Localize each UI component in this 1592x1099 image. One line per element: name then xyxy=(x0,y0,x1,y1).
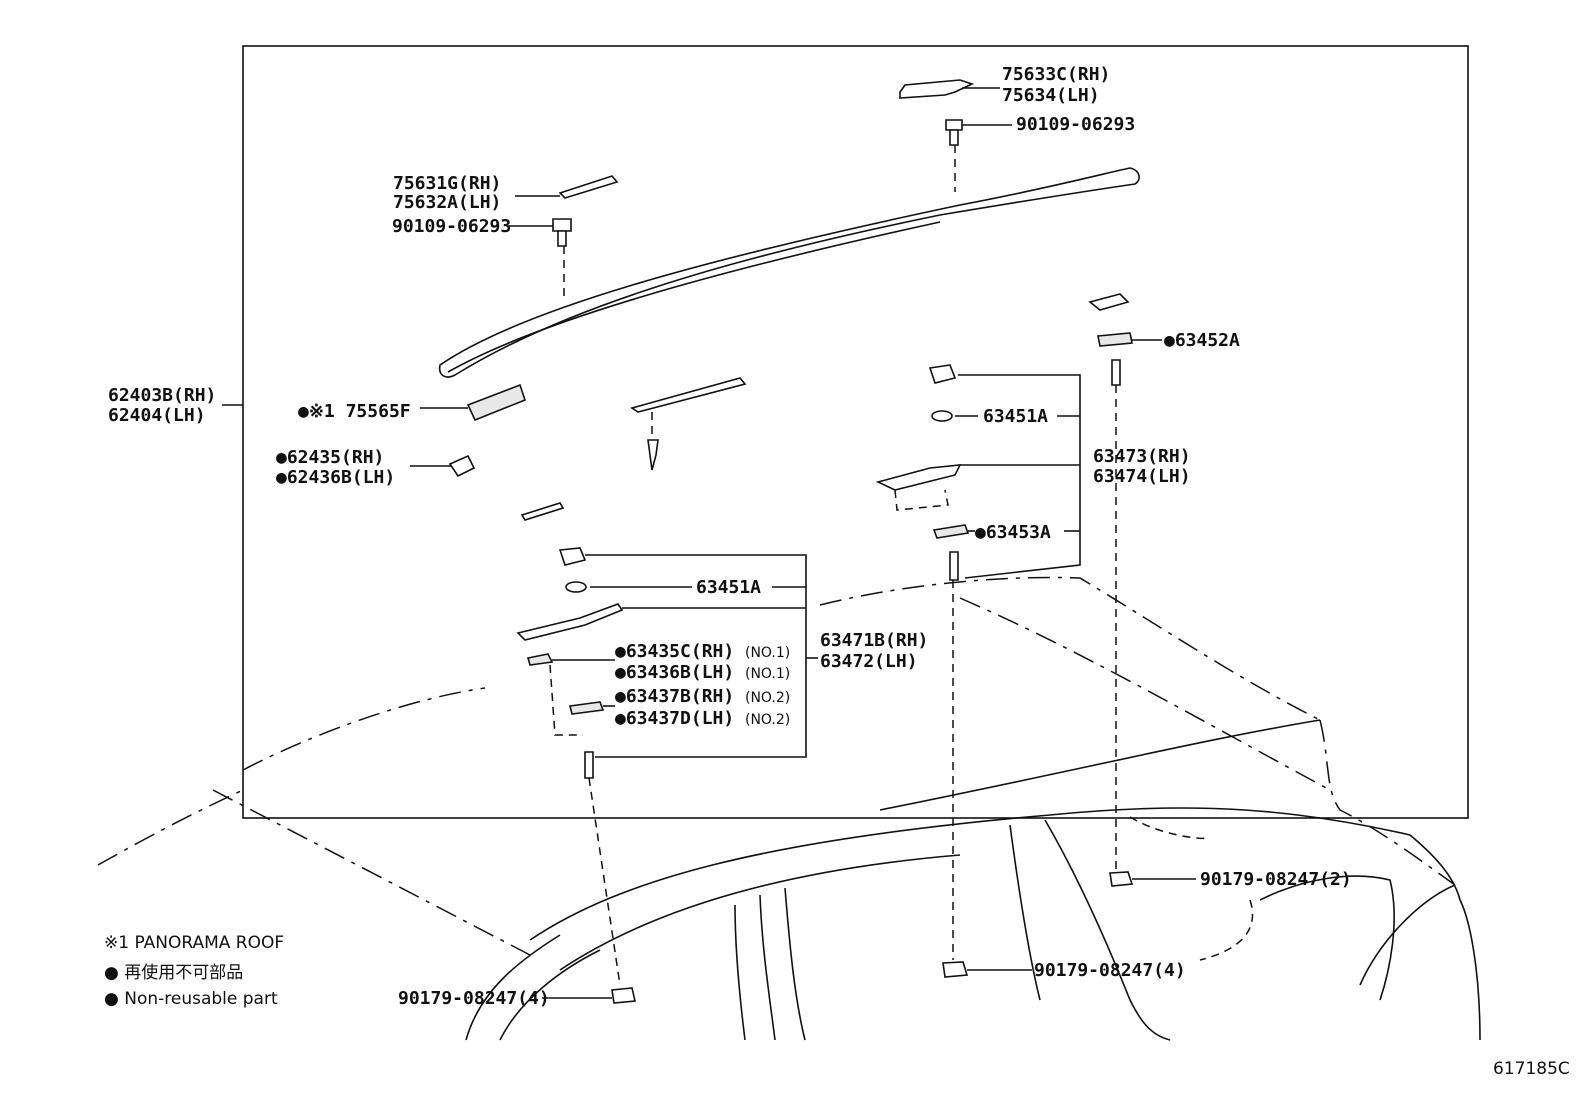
nut-90179-right xyxy=(1109,871,1134,887)
label-no1-a: (NO.1) xyxy=(745,645,790,661)
nut-63451-right xyxy=(928,364,957,384)
pad-63435 xyxy=(526,653,554,666)
end-piece-62435 xyxy=(448,454,476,478)
pad-63452 xyxy=(1097,332,1133,347)
washer-63451-right xyxy=(931,410,953,422)
end-cap-75565 xyxy=(466,383,526,422)
label-no1-b: (NO.1) xyxy=(745,666,790,682)
label-63435: ●63435C(RH) xyxy=(615,641,734,662)
label-62436: ●62436B(LH) xyxy=(276,467,395,488)
label-63436: ●63436B(LH) xyxy=(615,662,734,683)
label-75565: ●※1 75565F xyxy=(298,401,411,422)
bracket-center xyxy=(630,377,747,413)
nut-90179-left xyxy=(611,987,636,1004)
label-62403: 62403B(RH) xyxy=(108,385,216,406)
bolt-90109-left xyxy=(552,218,572,247)
legend-en: ● Non-reusable part xyxy=(104,989,278,1009)
label-63452: ●63452A xyxy=(1164,330,1240,351)
label-63437b: ●63437B(RH) xyxy=(615,686,734,707)
cover-75631 xyxy=(558,175,619,199)
label-90109-top: 90109-06293 xyxy=(1016,114,1135,135)
figure-id: 617185C xyxy=(1493,1059,1570,1079)
bracket-63473 xyxy=(875,464,962,491)
label-75631: 75631G(RH) xyxy=(393,173,501,194)
label-90179-left: 90179-08247(4) xyxy=(398,988,550,1009)
label-63451-left: 63451A xyxy=(696,577,761,598)
label-63472: 63472(LH) xyxy=(820,651,918,672)
legend-jp: ● 再使用不可部品 xyxy=(104,962,243,983)
label-63471: 63471B(RH) xyxy=(820,630,928,651)
label-75634: 75634(LH) xyxy=(1002,85,1100,106)
clip-center xyxy=(647,439,659,471)
car-body-outline xyxy=(97,576,1481,1041)
pad-63437 xyxy=(569,701,605,715)
clip-63452-top xyxy=(1088,293,1130,311)
roof-rail xyxy=(438,167,1140,378)
legend-panorama: ※1 PANORAMA ROOF xyxy=(104,933,284,953)
label-no2-b: (NO.2) xyxy=(745,712,790,728)
nut-63451-left xyxy=(558,547,587,566)
label-63473: 63473(RH) xyxy=(1093,446,1191,467)
label-63451-right: 63451A xyxy=(983,406,1048,427)
bolt-90109-top xyxy=(945,119,963,146)
label-no2-a: (NO.2) xyxy=(745,690,790,706)
stud-right xyxy=(1111,359,1121,386)
washer-63451-left xyxy=(565,581,587,593)
bracket-63471 xyxy=(516,603,624,641)
label-90179-right: 90179-08247(2) xyxy=(1200,869,1352,890)
label-90179-mid: 90179-08247(4) xyxy=(1034,960,1186,981)
stud-left xyxy=(584,751,594,779)
label-63474: 63474(LH) xyxy=(1093,466,1191,487)
pad-63453 xyxy=(932,524,970,539)
label-90109-left: 90109-06293 xyxy=(392,216,511,237)
label-62435: ●62435(RH) xyxy=(276,447,384,468)
label-75633: 75633C(RH) xyxy=(1002,64,1110,85)
diagram-frame xyxy=(242,45,1469,819)
label-63453: ●63453A xyxy=(975,522,1051,543)
clip-small xyxy=(520,502,565,521)
stud-mid xyxy=(949,551,959,581)
label-75632: 75632A(LH) xyxy=(393,192,501,213)
nut-90179-mid xyxy=(942,961,969,978)
cover-75633 xyxy=(899,79,975,99)
label-63437d: ●63437D(LH) xyxy=(615,708,734,729)
label-62404: 62404(LH) xyxy=(108,405,206,426)
